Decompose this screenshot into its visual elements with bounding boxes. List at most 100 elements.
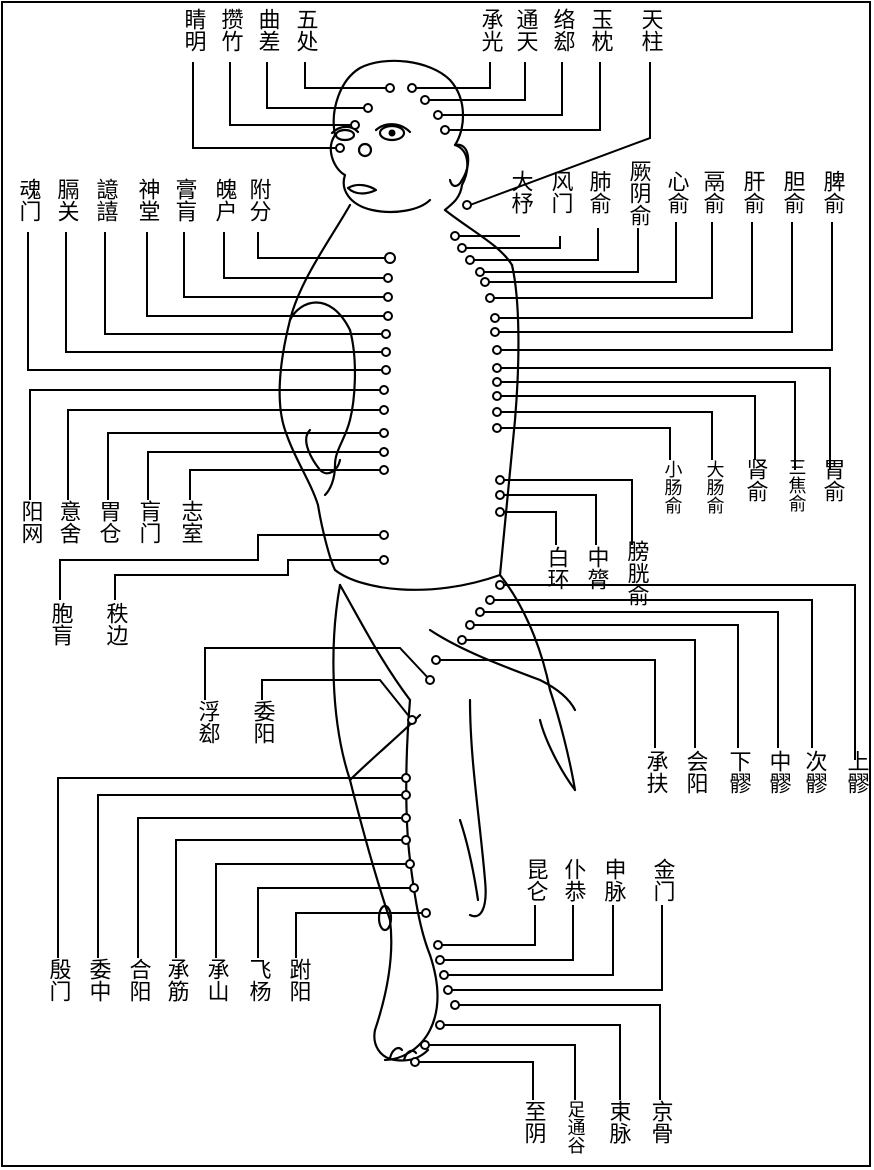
point-zhongliao — [475, 607, 485, 617]
point-yishe — [379, 405, 389, 415]
label-huangmen: 肓门 — [136, 500, 161, 544]
label-heyang: 合阳 — [126, 958, 152, 1002]
point-fufen — [384, 252, 396, 264]
label-dazhu: 大杼 — [508, 170, 534, 214]
label-huiyang: 会阳 — [683, 750, 709, 794]
label-ganshu: 肝俞 — [740, 170, 766, 214]
label-dachangshu: 大肠俞 — [704, 460, 725, 514]
point-hunmen — [381, 365, 391, 375]
point-luoque — [433, 110, 443, 120]
point-shentang — [383, 311, 393, 321]
label-ciliao: 次髎 — [802, 750, 828, 794]
label-feishu: 肺俞 — [586, 170, 612, 214]
point-pishu — [492, 345, 502, 355]
point-feishu — [465, 255, 475, 265]
label-yanggang: 阳网 — [18, 500, 43, 544]
point-zanzhu — [350, 120, 360, 130]
point-huiyang — [457, 635, 467, 645]
label-jinggu: 京骨 — [648, 1100, 673, 1144]
point-chengshan — [405, 859, 415, 869]
point-weiyang — [407, 715, 417, 725]
point-wuchu — [385, 83, 395, 93]
point-xiaochangshu — [492, 423, 502, 433]
label-zhiyin: 至阴 — [521, 1100, 546, 1144]
label-gaohuang: 膏肓 — [172, 178, 197, 222]
label-luoque: 络郄 — [550, 8, 576, 52]
point-zhibian — [379, 555, 389, 565]
label-zhongliao: 中髎 — [766, 750, 791, 794]
label-zhishi: 志室 — [178, 500, 203, 544]
point-danshu — [490, 327, 500, 337]
point-huangmen — [379, 447, 389, 457]
point-zhishi — [379, 465, 389, 475]
point-fuyang — [421, 908, 431, 918]
label-weicang: 胃仓 — [96, 500, 122, 544]
point-tianzhu — [462, 200, 472, 210]
label-fuyang: 跗阳 — [286, 958, 312, 1002]
label-xinshu: 心俞 — [664, 170, 690, 214]
point-shenshu — [492, 391, 502, 401]
label-shenshu: 肾俞 — [743, 458, 769, 502]
point-weizhong — [401, 790, 411, 800]
point-sanjiaoshu — [492, 377, 502, 387]
line-shangliao — [500, 584, 856, 760]
label-danshu: 胆俞 — [780, 170, 806, 214]
label-qucha: 曲差 — [255, 8, 281, 52]
point-yanggang — [379, 385, 389, 395]
label-zhibian: 秩边 — [103, 602, 129, 646]
label-yixi: 譩譆 — [93, 178, 119, 222]
label-chengfu: 承扶 — [643, 750, 669, 794]
label-tongtian: 通天 — [513, 8, 539, 52]
point-chengfu — [431, 655, 441, 665]
point-ciliao — [485, 595, 495, 605]
label-zutonggu: 足通谷 — [565, 1100, 586, 1154]
point-dazhu — [450, 231, 460, 241]
point-jingming — [335, 143, 345, 153]
label-pucan: 仆恭 — [561, 858, 587, 902]
point-yinmen — [401, 773, 411, 783]
label-fengmen: 风门 — [548, 170, 574, 214]
point-shenmai — [439, 970, 449, 980]
point-tongtian — [420, 95, 430, 105]
label-jueyinshu: 厥阴俞 — [626, 160, 652, 226]
point-xialiao — [465, 620, 475, 630]
label-fuxi: 浮郄 — [195, 700, 221, 744]
point-chengjin — [401, 835, 411, 845]
point-dachangshu — [492, 407, 502, 417]
label-wuchu: 五处 — [293, 8, 319, 52]
point-yuzhen — [440, 125, 450, 135]
label-dushu: 鬲俞 — [700, 170, 726, 214]
point-pucan — [435, 955, 445, 965]
point-pohu — [383, 273, 393, 283]
point-feiyang — [409, 883, 419, 893]
point-heyang — [401, 813, 411, 823]
point-dushu — [485, 293, 495, 303]
label-pangguangshu: 膀胱俞 — [624, 540, 650, 606]
label-jingming: 睛明 — [181, 8, 206, 52]
label-sanjiaoshu: 三焦俞 — [786, 458, 807, 512]
point-baihuan — [495, 507, 505, 517]
label-zhonglv: 中膂 — [584, 546, 610, 590]
label-chengjin: 承筋 — [164, 958, 190, 1002]
label-xiaochangshu: 小肠俞 — [662, 460, 683, 514]
label-yinmen: 殷门 — [46, 958, 72, 1002]
point-shugu — [435, 1020, 445, 1030]
point-zhiyin — [410, 1057, 420, 1067]
point-zhonglv — [495, 490, 505, 500]
label-fufen: 附分 — [246, 178, 272, 222]
figure-outline — [278, 59, 577, 1062]
label-zanzhu: 攒竹 — [218, 8, 244, 52]
point-baohuang — [379, 530, 389, 540]
label-pohu: 魄户 — [212, 178, 238, 222]
label-chengguang: 承光 — [478, 8, 504, 52]
label-tianzhu: 天柱 — [638, 8, 664, 52]
point-geguan — [381, 347, 391, 357]
label-shugu: 束脉 — [606, 1100, 632, 1144]
leader-lines — [27, 62, 856, 1100]
point-weishu — [492, 363, 502, 373]
point-pangguangshu — [495, 475, 505, 485]
point-chengguang — [407, 83, 417, 93]
label-hunmen: 魂门 — [16, 178, 42, 222]
